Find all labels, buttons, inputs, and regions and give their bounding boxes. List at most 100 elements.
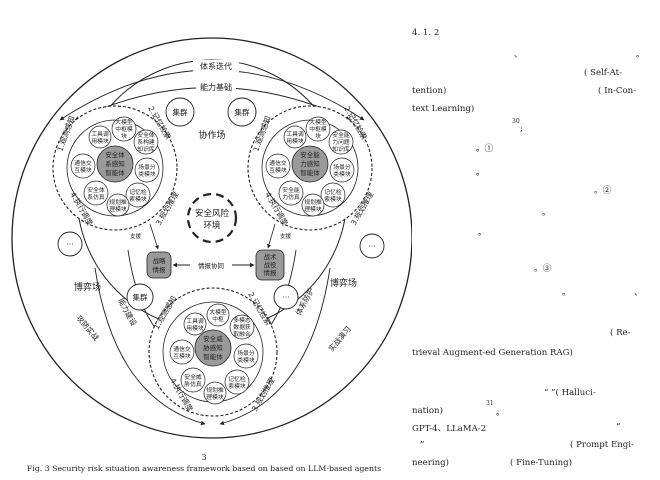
- support-label-right: 支援: [280, 232, 292, 240]
- left-agent-cluster: 1.观测感知 2.记忆检索 3.规划推理 4.执行调度 安全体 系感知 智能体 …: [52, 104, 181, 231]
- svg-text:记忆检: 记忆检: [228, 375, 246, 383]
- bottom-agent-cluster: 1.观测感知 2.记忆检索 3.规划推理 4.执行调度 安全威 胁感知 智能体 …: [148, 287, 278, 417]
- svg-text:通信交: 通信交: [74, 159, 92, 167]
- ellipsis-right: ···: [368, 242, 376, 251]
- svg-text:规划推: 规划推: [206, 386, 224, 394]
- svg-text:工具调: 工具调: [286, 130, 304, 138]
- svg-text:知识库: 知识库: [332, 145, 350, 153]
- text-fragment: 、: [634, 288, 643, 298]
- svg-text:力问题: 力问题: [332, 138, 350, 146]
- strategy-intel-line1: 战略: [153, 256, 167, 265]
- svg-text:大模型: 大模型: [309, 118, 327, 126]
- svg-text:系仿真: 系仿真: [87, 193, 105, 201]
- svg-text:理模块: 理模块: [304, 205, 322, 213]
- svg-text:互模块: 互模块: [173, 352, 191, 360]
- citation: 31: [486, 400, 494, 407]
- svg-text:安全体: 安全体: [137, 131, 155, 139]
- svg-text:场景分: 场景分: [333, 163, 351, 171]
- svg-text:系感知: 系感知: [105, 159, 125, 168]
- svg-text:索模块: 索模块: [324, 195, 342, 203]
- text-fragment: 。: [476, 168, 485, 178]
- tactic-intel-line3: 情报: [264, 268, 278, 277]
- text-fragment: ”: [420, 440, 425, 450]
- svg-text:胁感知: 胁感知: [203, 343, 223, 352]
- svg-text:安全体: 安全体: [87, 186, 105, 194]
- text-fragment: 、: [514, 50, 523, 60]
- svg-text:索模块: 索模块: [228, 382, 246, 390]
- svg-text:安全风险: 安全风险: [195, 208, 230, 219]
- right-agent-cluster: 1.观测感知 2.记忆检索 3.规划推理 4.执行调度 安全能 力感知 智能体 …: [247, 104, 376, 231]
- svg-text:理模块: 理模块: [206, 393, 224, 401]
- text-fragment: ( Re-: [610, 328, 631, 338]
- svg-text:互模块: 互模块: [74, 166, 92, 174]
- svg-text:胁仿真: 胁仿真: [184, 380, 202, 388]
- svg-text:大模型: 大模型: [115, 118, 133, 126]
- text-fragment: 。: [478, 228, 487, 238]
- text-fragment: text Learning): [412, 104, 475, 114]
- figure-caption-text: Fig. 3 Security risk situation awareness…: [26, 464, 382, 473]
- cluster-bottom: 集群: [133, 292, 148, 302]
- svg-text:多模态: 多模态: [233, 316, 251, 324]
- cluster-top-left: 集群: [173, 107, 188, 117]
- figure-caption: 3 Fig. 3 Security risk situation awarene…: [4, 452, 404, 474]
- svg-text:类模块: 类模块: [138, 170, 156, 178]
- svg-text:取融合: 取融合: [233, 330, 251, 338]
- svg-text:用模块: 用模块: [286, 137, 304, 145]
- svg-text:类模块: 类模块: [333, 170, 351, 178]
- svg-text:智能体: 智能体: [300, 168, 320, 177]
- svg-text:场景分: 场景分: [138, 163, 156, 171]
- text-fragment: ( Fine-Tuning): [510, 458, 572, 468]
- svg-text:块: 块: [315, 132, 321, 140]
- svg-text:工具调: 工具调: [186, 317, 204, 325]
- svg-text:安全能: 安全能: [332, 131, 350, 139]
- cooperation-field: 协作场: [198, 129, 225, 141]
- svg-text:通信交: 通信交: [269, 159, 287, 167]
- svg-text:力感知: 力感知: [300, 159, 320, 168]
- svg-text:场景分: 场景分: [237, 349, 255, 357]
- svg-text:智能体: 智能体: [105, 168, 125, 177]
- svg-text:大模型: 大模型: [209, 308, 227, 316]
- game-field-left: 博弈场: [74, 281, 101, 293]
- svg-text:规划推: 规划推: [109, 198, 127, 206]
- svg-text:系构建: 系构建: [137, 138, 155, 146]
- svg-text:中枢: 中枢: [212, 315, 224, 323]
- svg-text:环境: 环境: [203, 220, 221, 231]
- text-fragment: neering): [412, 458, 449, 468]
- tactic-intel-line1: 战术: [264, 252, 278, 261]
- text-fragment: 。: [562, 288, 571, 298]
- svg-text:工具调: 工具调: [91, 130, 109, 138]
- text-fragment: nation): [412, 406, 443, 416]
- svg-text:安全体: 安全体: [105, 150, 125, 159]
- svg-text:类模块: 类模块: [237, 356, 255, 364]
- ellipsis-left: ···: [66, 240, 74, 249]
- game-field-right: 博弈场: [330, 277, 357, 289]
- svg-text:力仿真: 力仿真: [282, 193, 300, 201]
- svg-text:记忆检: 记忆检: [129, 188, 147, 196]
- svg-text:用模块: 用模块: [91, 137, 109, 145]
- label-exercise: 实战演习: [326, 324, 353, 353]
- text-fragment: 。②: [594, 186, 612, 196]
- text-fragment: ;: [520, 124, 523, 134]
- text-fragment: 。: [496, 408, 505, 418]
- tactic-intel-line2: 战役: [264, 260, 278, 269]
- label-capability-base: 能力基础: [200, 82, 232, 92]
- text-fragment: GPT-4、LLaMA-2: [412, 424, 487, 434]
- svg-text:数据获: 数据获: [233, 323, 251, 331]
- text-fragment: ( In-Con-: [598, 86, 637, 96]
- text-fragment: “ ”( Halluci-: [544, 388, 596, 398]
- text-fragment: 。③: [534, 264, 552, 274]
- framework-diagram: 体系迭代 能力基础 能力建设 体系防护 攻防实战 实战演习 1.观测感知 2.记…: [11, 37, 412, 439]
- svg-text:中枢模: 中枢模: [309, 125, 327, 133]
- svg-text:中枢模: 中枢模: [115, 125, 133, 133]
- text-fragment: trieval Augment-ed Generation RAG): [412, 348, 573, 358]
- figure-number: 3: [201, 453, 207, 462]
- cluster-top-right: 集群: [235, 107, 250, 117]
- svg-text:安全能: 安全能: [282, 186, 300, 194]
- label-attack-defense: 攻防实战: [74, 313, 101, 343]
- text-fragment: 。: [542, 208, 551, 218]
- outer-ring: [11, 37, 412, 439]
- svg-text:安全威: 安全威: [203, 334, 223, 343]
- text-fragment: ( Self-At-: [584, 68, 622, 78]
- text-fragment: 。: [636, 50, 645, 60]
